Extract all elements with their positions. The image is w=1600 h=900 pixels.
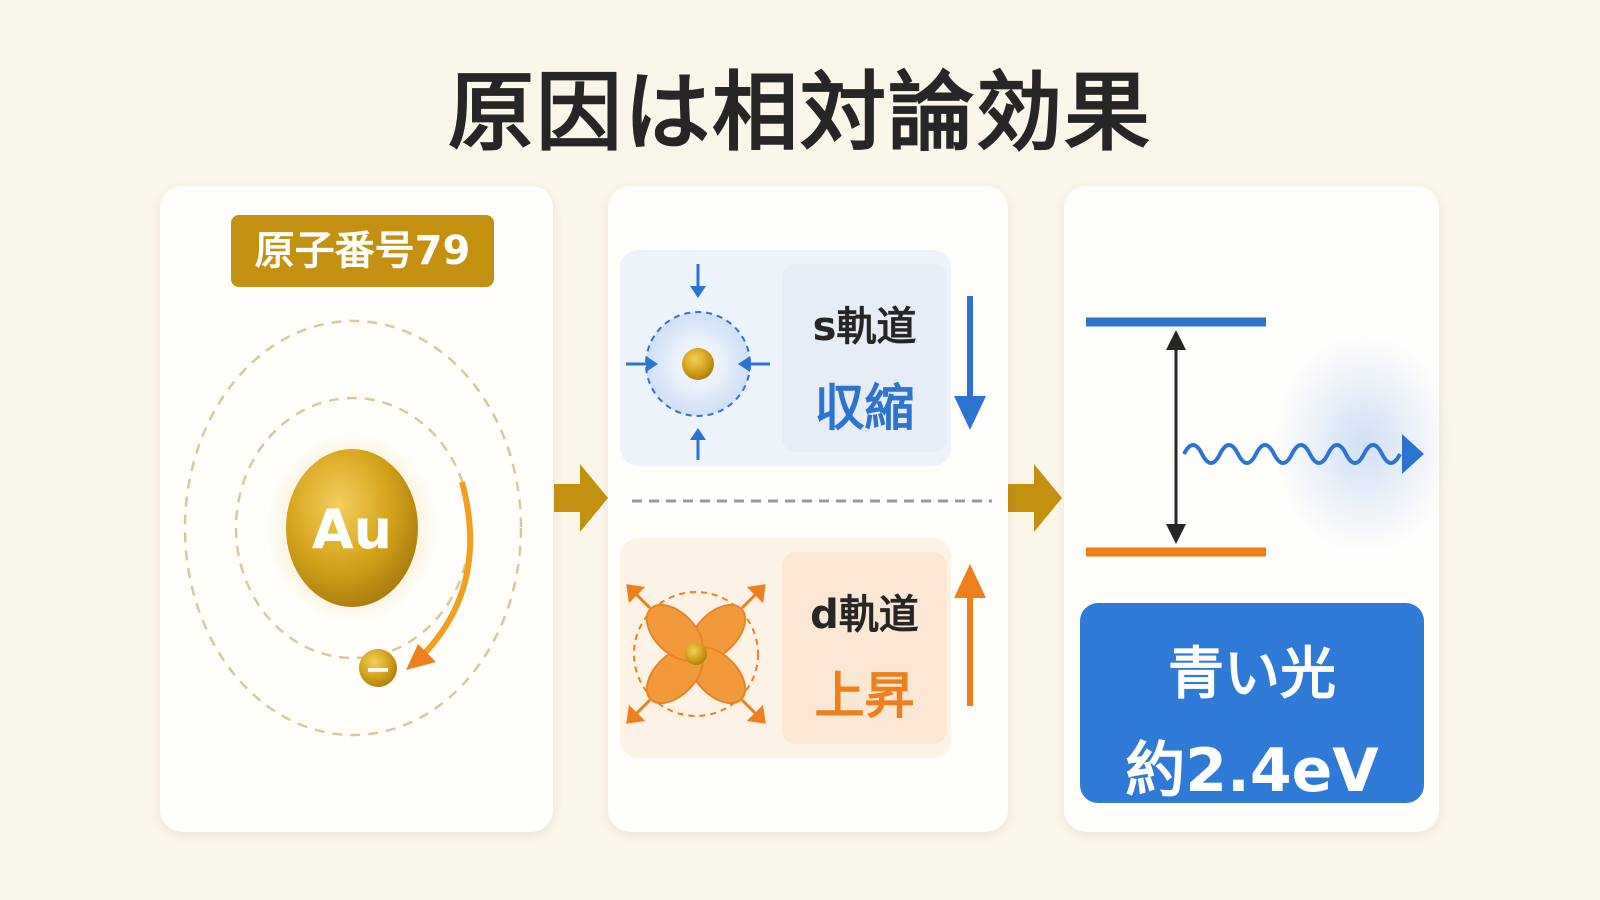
electron-arrow-head-icon [406,644,436,670]
s-orbital-panel: s軌道 収縮 [620,250,951,466]
photon-wave-icon [1182,443,1402,465]
d-orbital-boundary [633,591,759,717]
s-orbital-label-box: s軌道 収縮 [782,264,947,452]
nucleus-label: Au [312,498,392,561]
atomic-number-badge: 原子番号79 [231,215,494,287]
compress-arrow-icon [738,356,750,372]
energy-card: 青い光 約2.4eV [1064,186,1454,832]
s-orbital-change: 収縮 [814,379,915,437]
s-orbital-name: s軌道 [812,304,917,350]
energy-level-diagram [1086,317,1454,557]
orbital-card: s軌道 収縮 d軌道 上 [608,186,1008,832]
d-orbital-change: 上昇 [814,667,915,725]
energy-arrow-icon [1166,524,1186,544]
atom-card: 原子番号79 Au − [160,186,553,832]
down-arrow-icon [954,296,986,430]
d-orbital-label-box: d軌道 上昇 [782,552,947,744]
d-orbital-name: d軌道 [810,592,919,638]
outer-orbit [183,319,523,737]
s-orbital-diagram [626,264,770,460]
energy-arrow-icon [1166,330,1186,350]
atom-diagram: Au − [183,319,523,737]
flow-arrow-icon [1008,464,1062,532]
electron-orbit-arrow [419,481,474,659]
electron-symbol: − [365,650,392,688]
blue-light-box: 青い光 約2.4eV [1080,603,1424,806]
up-arrow-icon [954,564,986,706]
s-nucleus [682,348,714,380]
compress-arrow-icon [690,428,706,440]
compress-arrow-icon [690,286,706,298]
gold-nucleus [286,449,418,607]
blue-light-label: 青い光 [1168,642,1336,707]
d-orbital-diagram [626,584,766,724]
page-title: 原因は相対論効果 [448,63,1152,163]
divider [632,499,992,503]
expand-arrow-icon [626,584,766,724]
flow-arrow-icon [554,464,608,532]
photon-energy: 約2.4eV [1125,736,1379,806]
d-orbital-panel: d軌道 上昇 [620,538,951,758]
d-nucleus [685,643,707,665]
compress-arrow-icon [646,356,658,372]
photon-arrow-icon [1402,434,1424,474]
electron [359,649,397,687]
light-glow [1274,334,1454,554]
